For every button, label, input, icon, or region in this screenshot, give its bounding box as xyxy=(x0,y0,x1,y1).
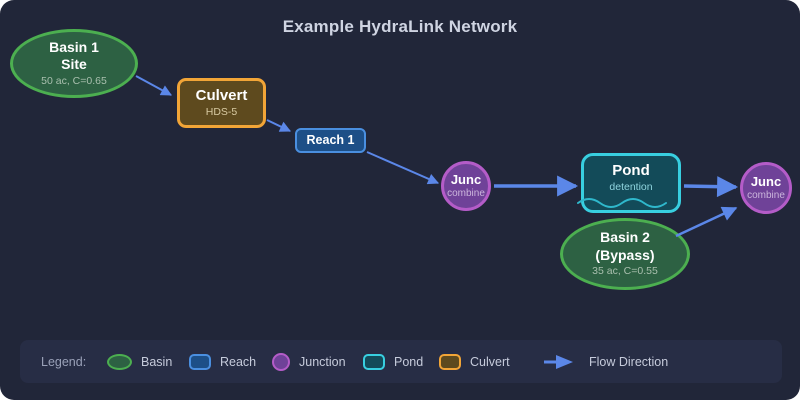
node-pond-label: Pond xyxy=(612,161,650,179)
node-junction-2-meta: combine xyxy=(747,189,785,201)
node-culvert-label: Culvert xyxy=(195,86,248,104)
node-pond[interactable]: Pond detention xyxy=(581,153,681,213)
legend-item-flow-direction: Flow Direction xyxy=(544,354,668,370)
culvert-swatch-icon xyxy=(439,353,461,370)
node-basin-2-sublabel: (Bypass) xyxy=(595,246,655,263)
legend-item-junction-label: Junction xyxy=(299,354,346,369)
node-basin-1-meta: 50 ac, C=0.65 xyxy=(41,74,107,87)
node-reach-1[interactable]: Reach 1 xyxy=(295,128,366,153)
edge-basin1-culvert xyxy=(135,75,172,96)
node-basin-2-label: Basin 2 xyxy=(600,229,650,246)
legend-panel: Legend: Basin Reach Junction Pond Culver… xyxy=(20,340,782,383)
edge-culvert-reach1 xyxy=(266,119,291,132)
edge-reach1-junc1 xyxy=(366,151,440,185)
node-basin-1[interactable]: Basin 1 Site 50 ac, C=0.65 xyxy=(10,29,138,98)
legend-item-pond: Pond xyxy=(363,353,424,370)
node-basin-2-meta: 35 ac, C=0.55 xyxy=(592,265,658,278)
legend-item-reach-label: Reach xyxy=(220,354,257,369)
edge-pond-junc2 xyxy=(683,176,739,198)
legend-item-basin: Basin xyxy=(107,353,173,370)
node-junction-2[interactable]: Junc combine xyxy=(740,162,792,214)
legend-item-basin-label: Basin xyxy=(141,354,173,369)
node-basin-1-sublabel: Site xyxy=(61,56,87,73)
reach-swatch-icon xyxy=(189,353,211,370)
node-junction-1-meta: combine xyxy=(447,187,485,199)
node-reach-1-label: Reach 1 xyxy=(306,132,355,147)
legend-item-reach: Reach xyxy=(189,353,257,370)
legend-item-junction: Junction xyxy=(272,352,346,371)
legend-item-culvert-label: Culvert xyxy=(470,354,510,369)
node-junction-1[interactable]: Junc combine xyxy=(441,161,491,211)
junction-swatch-icon xyxy=(272,352,290,371)
flow-arrow-icon xyxy=(544,354,573,369)
node-junction-2-label: Junc xyxy=(750,173,782,189)
node-pond-meta: detention xyxy=(609,181,653,194)
legend-item-pond-label: Pond xyxy=(394,354,424,369)
node-culvert[interactable]: Culvert HDS-5 xyxy=(177,78,266,128)
pond-swatch-icon xyxy=(363,353,385,370)
node-culvert-meta: HDS-5 xyxy=(205,106,238,119)
node-basin-1-label: Basin 1 xyxy=(49,38,99,55)
legend-item-culvert: Culvert xyxy=(439,353,510,370)
legend-item-flow-direction-label: Flow Direction xyxy=(589,354,669,369)
edge-basin2-junc2 xyxy=(675,206,738,238)
legend-title: Legend: xyxy=(41,354,87,369)
node-junction-1-label: Junc xyxy=(450,171,482,187)
node-basin-2[interactable]: Basin 2 (Bypass) 35 ac, C=0.55 xyxy=(560,218,690,290)
diagram-title: Example HydraLink Network xyxy=(282,17,518,36)
basin-swatch-icon xyxy=(107,353,132,370)
